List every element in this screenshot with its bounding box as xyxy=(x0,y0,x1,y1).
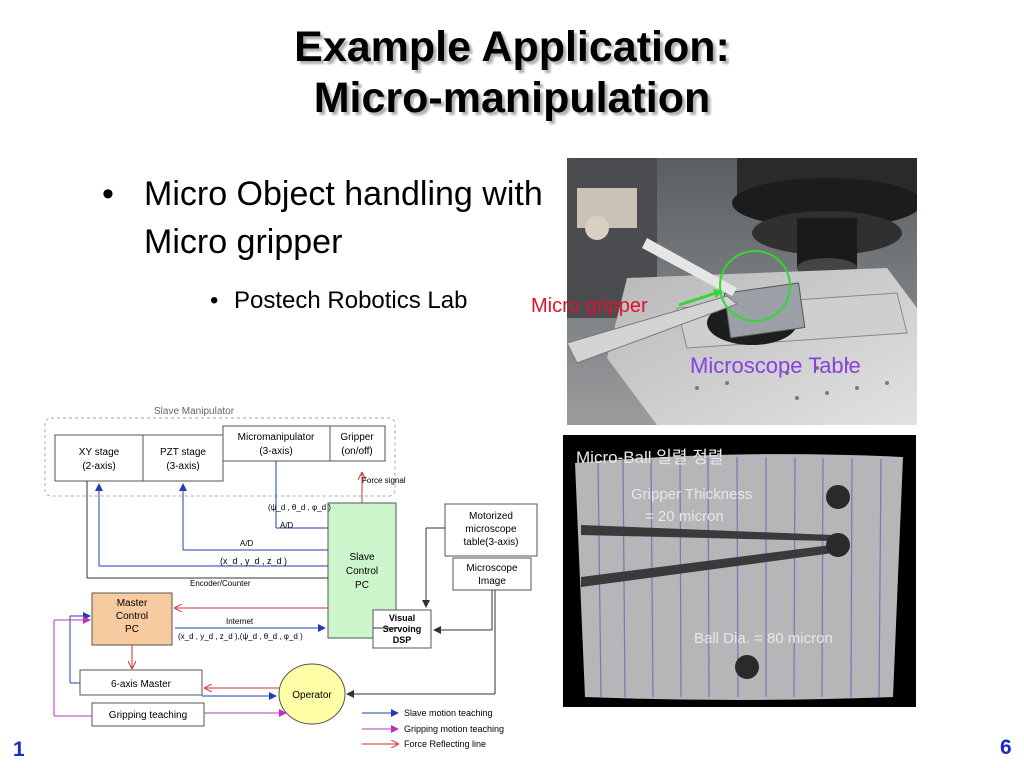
slave-pc-line3: PC xyxy=(355,580,369,591)
legend-slave-motion: Slave motion teaching xyxy=(404,708,493,718)
internet-label: Internet xyxy=(226,617,254,626)
micro-gripper-label: Micro gripper xyxy=(531,295,648,317)
pzt-stage-axis: (3-axis) xyxy=(166,461,199,472)
micromanipulator-label: Micromanipulator xyxy=(238,432,315,443)
bullet-main-text: Micro Object handling with Micro gripper xyxy=(144,175,543,261)
xyz-label: (x_d , y_d , z_d ) xyxy=(220,556,287,566)
operator-label: Operator xyxy=(292,690,332,701)
visual-servoing-line3: DSP xyxy=(393,635,412,645)
master-pc-line3: PC xyxy=(125,624,139,635)
legend-force-reflecting: Force Reflecting line xyxy=(404,739,486,749)
microscope-image-line1: Microscope xyxy=(466,563,518,574)
slave-manipulator-title: Slave Manipulator xyxy=(154,406,235,417)
motorized-line1: Motorized xyxy=(469,511,513,522)
ad-label-1: A/D xyxy=(280,521,294,530)
bullet-dot: • xyxy=(102,175,114,213)
motorized-line3: table(3-axis) xyxy=(463,537,518,548)
micro-image-heading: Micro-Ball 일렬 정렬 xyxy=(576,448,724,467)
xy-stage-axis: (2-axis) xyxy=(82,461,115,472)
slave-pc-line2: Control xyxy=(346,566,378,577)
xy-stage-label: XY stage xyxy=(79,447,120,458)
microscope-image-line2: Image xyxy=(478,576,506,587)
master-pc-line2: Control xyxy=(116,611,148,622)
slave-pc-line1: Slave xyxy=(349,552,374,563)
page-number: 6 xyxy=(1000,736,1012,759)
legend-gripping-motion: Gripping motion teaching xyxy=(404,724,504,734)
motorized-line2: microscope xyxy=(465,524,517,535)
pzt-stage-label: PZT stage xyxy=(160,447,206,458)
slide-title-line2: Micro-manipulation xyxy=(313,74,711,122)
gripper-onoff: (on/off) xyxy=(341,446,373,457)
gripping-teaching-label: Gripping teaching xyxy=(109,710,187,721)
visual-servoing-line2: Servoing xyxy=(383,624,422,634)
system-block-diagram: Slave Manipulator XY stage (2-axis) PZT … xyxy=(44,406,538,749)
microscope-image xyxy=(563,435,916,707)
gripper-thickness-label: Gripper Thickness xyxy=(631,486,753,503)
force-signal-label: Force signal xyxy=(362,476,406,485)
gripper-setup-photo xyxy=(567,158,917,425)
gripper-label: Gripper xyxy=(340,432,374,443)
microscope-table-label: Microscope Table xyxy=(690,353,861,378)
ball-diameter-label: Ball Dia. = 80 micron xyxy=(694,630,833,647)
gripper-thickness-value: = 20 micron xyxy=(645,508,724,525)
internet-values: (x_d , y_d , z_d ),(ψ_d , θ_d , φ_d ) xyxy=(178,632,303,641)
micromanipulator-axis: (3-axis) xyxy=(259,446,292,457)
slide-title-line1: Example Application: xyxy=(294,23,730,71)
bullet-dot-small: • xyxy=(210,287,219,314)
visual-servoing-line1: Visual xyxy=(389,613,415,623)
six-axis-master-label: 6-axis Master xyxy=(111,679,172,690)
encoder-label: Encoder/Counter xyxy=(190,579,251,588)
master-pc-line1: Master xyxy=(117,598,148,609)
bullet-sub-text: Postech Robotics Lab xyxy=(234,287,468,314)
left-number: 1 xyxy=(13,738,25,761)
psi-label: (ψ_d , θ_d , φ_d ) xyxy=(268,503,331,512)
ad-label-2: A/D xyxy=(240,539,254,548)
